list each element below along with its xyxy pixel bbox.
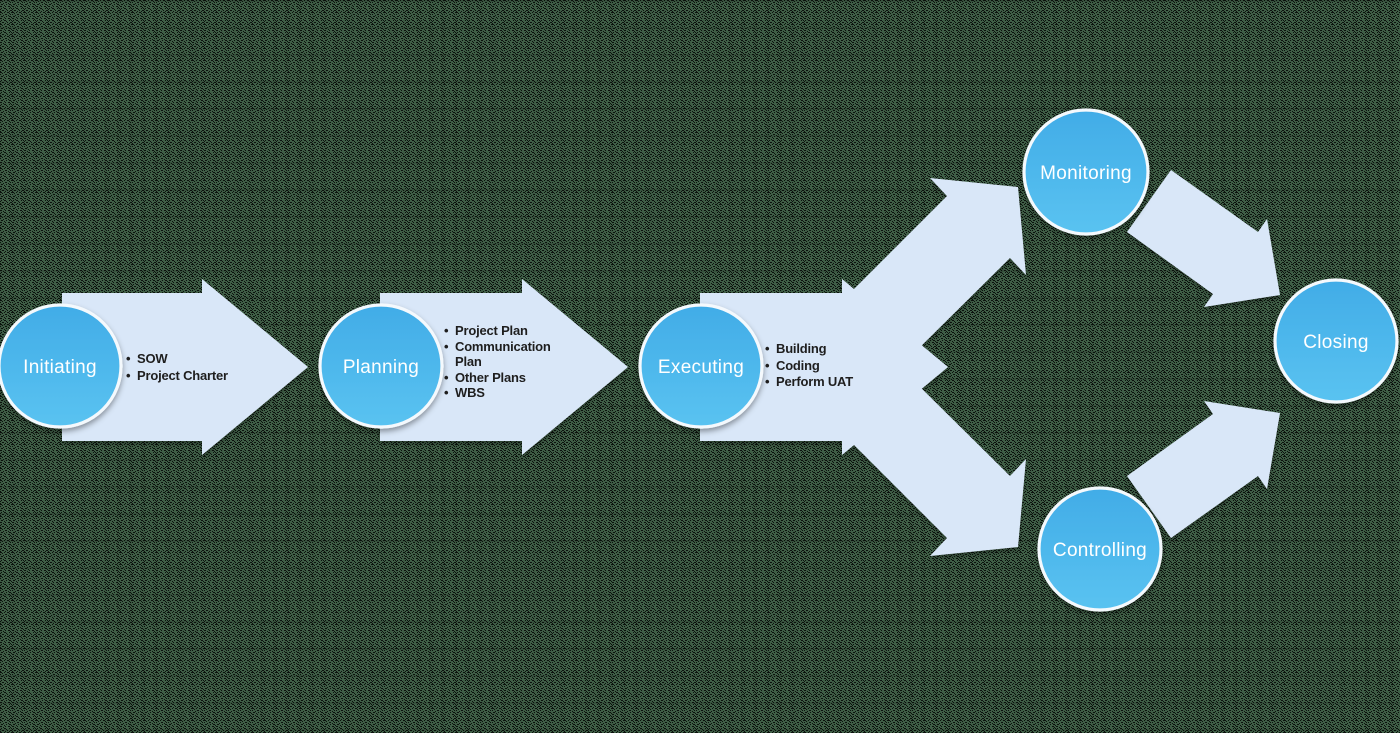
phase-label-monitoring: Monitoring [1040,163,1132,184]
bullet-list-planning: Project Plan Communication Plan Other Pl… [444,323,551,401]
bullet-item: WBS [444,385,550,401]
bullet-item: Project Plan [444,323,550,339]
circle-initiating [0,303,123,429]
circle-planning [318,303,444,429]
bullet-list-executing: Building Coding Perform UAT [765,341,890,391]
phase-label-executing: Executing [658,357,744,378]
phase-label-planning: Planning [343,357,419,378]
circle-controlling [1037,486,1163,612]
arrow-monitoring-to-closing [1127,170,1280,307]
bullet-item: SOW [126,350,256,367]
phase-label-controlling: Controlling [1053,540,1147,561]
bullet-item: Coding [765,358,890,375]
circle-closing [1273,278,1399,404]
bullet-item: Communication Plan [444,339,551,370]
bullet-item: Other Plans [444,370,550,386]
circle-monitoring [1022,108,1150,236]
bullet-list-initiating: SOW Project Charter [126,350,256,384]
arrow-executing-to-controlling [844,373,1026,556]
phase-label-initiating: Initiating [23,357,97,378]
circle-executing [638,303,764,429]
bullet-item: Project Charter [126,367,256,384]
bullet-item: Perform UAT [765,374,890,391]
phase-label-closing: Closing [1303,332,1368,353]
arrow-executing-to-monitoring [844,178,1026,361]
bullet-item: Building [765,341,890,358]
arrow-controlling-to-closing [1127,401,1280,538]
